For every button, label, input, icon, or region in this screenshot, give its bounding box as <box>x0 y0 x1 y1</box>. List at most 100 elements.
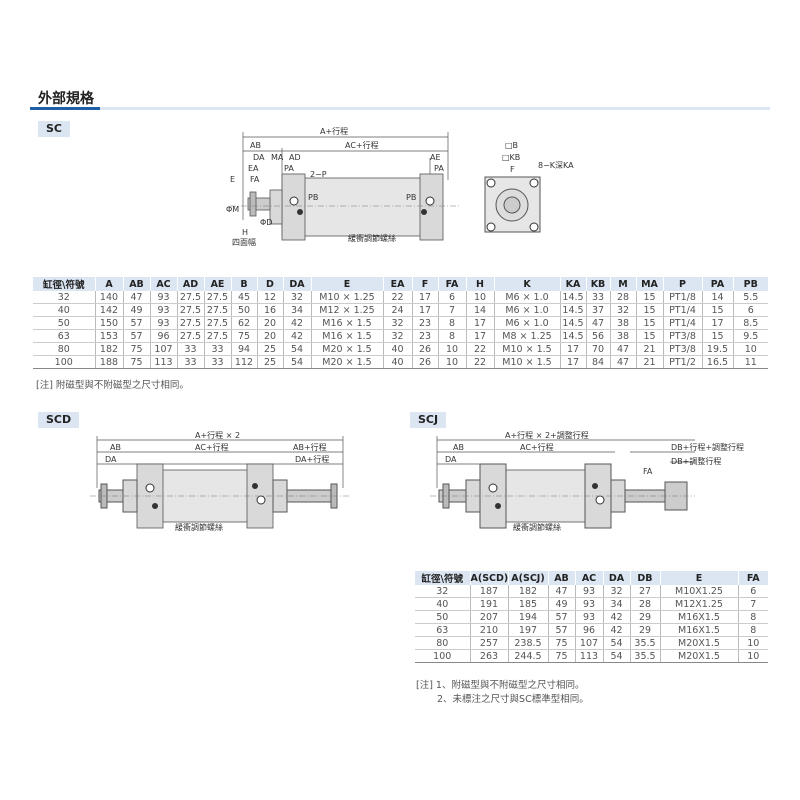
column-header: DA <box>283 277 312 291</box>
scd-drawing: A+行程 × 2 AB AC+行程 AB+行程 DA DA+行程 緩衝調節螺絲 <box>90 430 350 532</box>
table-cell: 54 <box>603 649 631 663</box>
table-cell: 57 <box>123 316 151 330</box>
column-header: A(SCJ) <box>508 571 549 585</box>
table-cell: 49 <box>548 597 576 611</box>
table-cell: 15 <box>636 303 664 317</box>
table-cell: 96 <box>150 329 178 343</box>
column-header: 缸徑\符號 <box>415 571 471 585</box>
table-cell: M16 × 1.5 <box>311 329 384 343</box>
table-cell: 14 <box>702 291 734 304</box>
table-cell: 93 <box>575 597 604 611</box>
table-cell: 16 <box>257 303 284 317</box>
table-cell: 32 <box>383 316 413 330</box>
label-f: F <box>510 165 515 174</box>
table-cell: 107 <box>575 636 604 650</box>
table-cell: 25 <box>257 342 284 356</box>
table-cell: 32 <box>383 329 413 343</box>
column-header: KB <box>586 277 611 291</box>
title-underline-accent <box>30 107 100 110</box>
table-cell: 191 <box>470 597 509 611</box>
table-cell: 84 <box>586 355 611 369</box>
label-kb: □KB <box>502 153 520 162</box>
column-header: A <box>95 277 124 291</box>
table-cell: 107 <box>150 342 178 356</box>
column-header: PB <box>733 277 768 291</box>
label-da: DA <box>253 153 265 162</box>
table-cell: 93 <box>575 610 604 624</box>
column-header: K <box>494 277 561 291</box>
table-cell: M6 × 1.0 <box>494 291 561 304</box>
table-cell: 27.5 <box>177 303 205 317</box>
table-cell: 10 <box>738 649 768 663</box>
table-cell: PT1/8 <box>663 291 703 304</box>
table-cell: 32 <box>33 291 96 304</box>
table-cell: 10 <box>733 342 768 356</box>
table-cell: 187 <box>470 585 509 598</box>
column-header: MA <box>636 277 664 291</box>
table-cell: 26 <box>412 355 439 369</box>
table-cell: 263 <box>470 649 509 663</box>
column-header: A(SCD) <box>470 571 509 585</box>
column-header: PA <box>702 277 734 291</box>
label-h: H <box>242 228 248 237</box>
table-cell: 47 <box>548 585 576 598</box>
table-cell: 17 <box>412 291 439 304</box>
table-cell: 16.5 <box>702 355 734 369</box>
column-header: DB <box>630 571 661 585</box>
table-cell: 140 <box>95 291 124 304</box>
table-cell: 54 <box>603 636 631 650</box>
column-header: FA <box>438 277 467 291</box>
table-cell: PT1/4 <box>663 316 703 330</box>
table-cell: 100 <box>33 355 96 369</box>
table-cell: 9.5 <box>733 329 768 343</box>
table-cell: 32 <box>603 585 631 598</box>
table-cell: 14 <box>466 303 495 317</box>
column-header: AE <box>204 277 232 291</box>
table-cell: 80 <box>415 636 471 650</box>
table-cell: 21 <box>636 355 664 369</box>
label-fa: FA <box>643 467 653 476</box>
table-cell: M20 × 1.5 <box>311 342 384 356</box>
table-cell: 19.5 <box>702 342 734 356</box>
table-cell: M16X1.5 <box>660 623 739 637</box>
label-ab: AB <box>110 443 121 452</box>
label-a-stroke: A+行程 <box>320 126 348 136</box>
table-cell: 197 <box>508 623 549 637</box>
table-cell: 47 <box>610 342 637 356</box>
column-header: AD <box>177 277 205 291</box>
label-fa: FA <box>250 175 260 184</box>
table-cell: 54 <box>283 355 312 369</box>
table-cell: 80 <box>33 342 96 356</box>
table-cell: 15 <box>702 303 734 317</box>
label-ac-stroke: AC+行程 <box>195 442 229 452</box>
scj-note-2: 2、未標注之尺寸與SC標準型相同。 <box>437 694 589 705</box>
title-underline <box>100 107 770 110</box>
table-cell: 238.5 <box>508 636 549 650</box>
table-cell: 244.5 <box>508 649 549 663</box>
table-cell: M16 × 1.5 <box>311 316 384 330</box>
table-cell: M20X1.5 <box>660 636 739 650</box>
label-da: DA <box>445 455 457 464</box>
table-cell: M10 × 1.5 <box>494 342 561 356</box>
table-cell: 14.5 <box>560 329 587 343</box>
label-ab-stroke: AB+行程 <box>293 442 327 452</box>
table-cell: 7 <box>438 303 467 317</box>
column-header: AC <box>150 277 178 291</box>
table-cell: 11 <box>733 355 768 369</box>
table-cell: M6 × 1.0 <box>494 316 561 330</box>
table-cell: 17 <box>466 316 495 330</box>
table-cell: 57 <box>548 623 576 637</box>
table-cell: 257 <box>470 636 509 650</box>
column-header: FA <box>738 571 768 585</box>
table-cell: 8 <box>438 316 467 330</box>
table-cell: 42 <box>283 329 312 343</box>
